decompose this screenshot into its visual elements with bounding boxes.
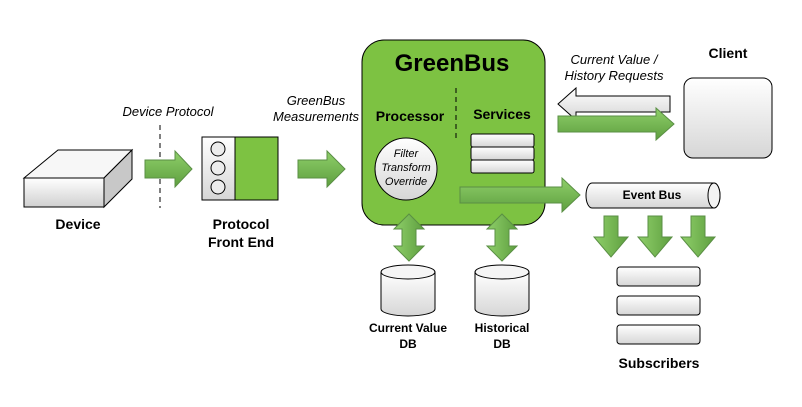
current-value-db-label-line2: DB <box>399 337 417 351</box>
historical-db-label-line1: Historical <box>475 321 530 335</box>
event-bus-node: Event Bus <box>585 182 721 209</box>
device-label: Device <box>55 216 100 232</box>
client-requests-label-line2: History Requests <box>565 68 664 83</box>
client-label: Client <box>709 45 748 61</box>
current-value-db-top <box>380 264 436 280</box>
client-requests-label-line1: Current Value / <box>571 52 659 67</box>
arrow-event-bus-to-subscribers-3 <box>679 215 717 258</box>
current-value-db: Current Value DB <box>369 264 447 351</box>
historical-db-cylinder <box>474 272 530 317</box>
services-label: Services <box>473 106 531 122</box>
protocol-front-end-label-line1: Protocol <box>213 216 270 232</box>
current-value-db-cylinder <box>380 272 436 317</box>
historical-db-label-line2: DB <box>493 337 511 351</box>
subscribers-node: Subscribers <box>616 266 701 371</box>
processor-functions-circle <box>374 137 438 201</box>
frontend-port-3 <box>210 179 226 195</box>
greenbus-node: GreenBus Processor Services Filter Trans… <box>361 39 546 226</box>
services-stack-item-3 <box>470 159 535 174</box>
arrow-event-bus-to-subscribers-2 <box>636 215 674 258</box>
greenbus-title: GreenBus <box>395 50 510 77</box>
client-box <box>683 77 773 159</box>
processor-function-transform: Transform <box>381 162 430 174</box>
frontend-right-panel <box>234 136 279 201</box>
frontend-port-2 <box>210 160 226 176</box>
arrow-event-bus-to-subscribers-1 <box>592 215 630 258</box>
greenbus-measurements-label-line1: GreenBus <box>287 93 346 108</box>
current-value-db-label-line1: Current Value <box>369 321 447 335</box>
arrow-greenbus-current-value-db <box>392 213 426 262</box>
subscriber-box-2 <box>616 295 701 316</box>
protocol-front-end-label-line2: Front End <box>208 234 274 250</box>
processor-function-override: Override <box>385 176 427 188</box>
subscriber-box-1 <box>616 266 701 287</box>
frontend-port-1 <box>210 141 226 157</box>
event-bus-label: Event Bus <box>623 188 682 202</box>
device-protocol-label: Device Protocol <box>122 104 214 119</box>
protocol-front-end-node: Protocol Front End <box>201 136 279 250</box>
historical-db-top <box>474 264 530 280</box>
arrow-greenbus-to-event-bus <box>459 176 581 214</box>
client-node: Client <box>683 45 773 159</box>
arrow-client-to-greenbus <box>557 86 671 122</box>
device-box-side <box>103 148 133 209</box>
services-stack-item-1 <box>470 133 535 148</box>
services-stack-item-2 <box>470 146 535 161</box>
arrow-frontend-to-greenbus <box>297 149 346 189</box>
arrow-greenbus-historical-db <box>485 213 519 262</box>
processor-function-filter: Filter <box>394 148 420 160</box>
subscriber-box-3 <box>616 324 701 345</box>
processor-label: Processor <box>376 108 445 124</box>
arrow-device-to-frontend <box>144 149 193 189</box>
device-node: Device <box>22 148 134 232</box>
subscribers-label: Subscribers <box>619 355 700 371</box>
device-box-front <box>23 177 105 208</box>
event-bus-end-cap <box>707 182 721 209</box>
greenbus-measurements-label-line2: Measurements <box>273 109 359 124</box>
historical-db: Historical DB <box>474 264 530 351</box>
arrow-greenbus-to-client <box>557 106 675 142</box>
